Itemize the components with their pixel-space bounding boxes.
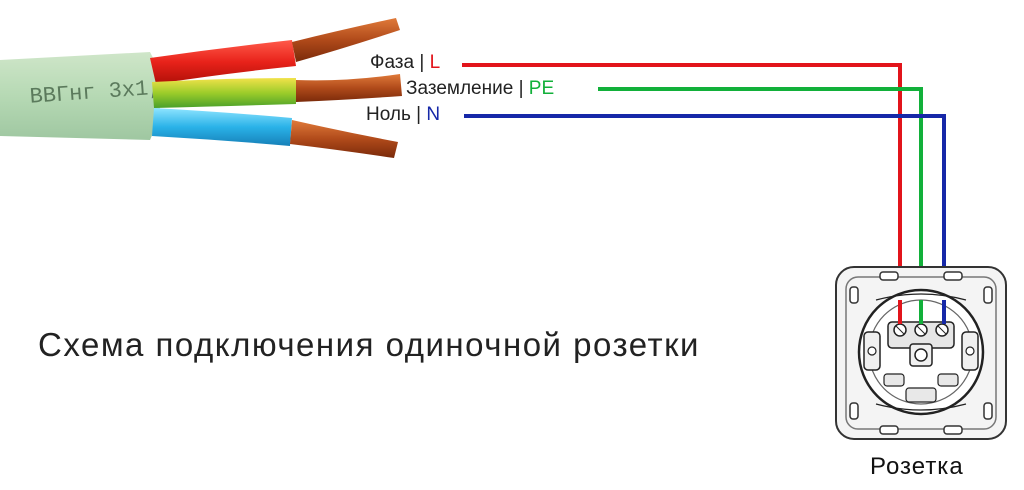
- phase-line: [462, 63, 902, 308]
- neutral-label: Ноль | N: [366, 104, 440, 126]
- neutral-separator: |: [416, 104, 422, 125]
- blue-insulation: [152, 108, 292, 146]
- neutral-name: Ноль: [366, 104, 411, 125]
- socket-drawing: [835, 266, 1007, 440]
- earth-label: Заземление | PE: [406, 78, 554, 100]
- phase-separator: |: [419, 52, 425, 73]
- yellow-green-insulation: [152, 78, 296, 108]
- red-insulation: [150, 40, 296, 84]
- cable: ВВГнг 3х1,5: [0, 18, 402, 158]
- earth-line: [598, 87, 923, 308]
- yellow-green-copper: [296, 74, 402, 102]
- phase-label: Фаза | L: [370, 52, 440, 74]
- cable-sheath: [0, 52, 161, 140]
- neutral-line: [464, 114, 946, 308]
- connection-lines: [462, 63, 946, 308]
- diagram-title: Схема подключения одиночной розетки: [38, 326, 700, 363]
- phase-code: L: [429, 52, 441, 73]
- neutral-code: N: [426, 104, 441, 125]
- earth-name: Заземление: [406, 78, 514, 99]
- earth-code: PE: [528, 78, 555, 99]
- phase-name: Фаза: [370, 52, 415, 73]
- red-copper: [292, 18, 400, 62]
- socket-caption: Розетка: [870, 453, 964, 480]
- earth-separator: |: [518, 78, 524, 99]
- blue-copper: [290, 120, 398, 158]
